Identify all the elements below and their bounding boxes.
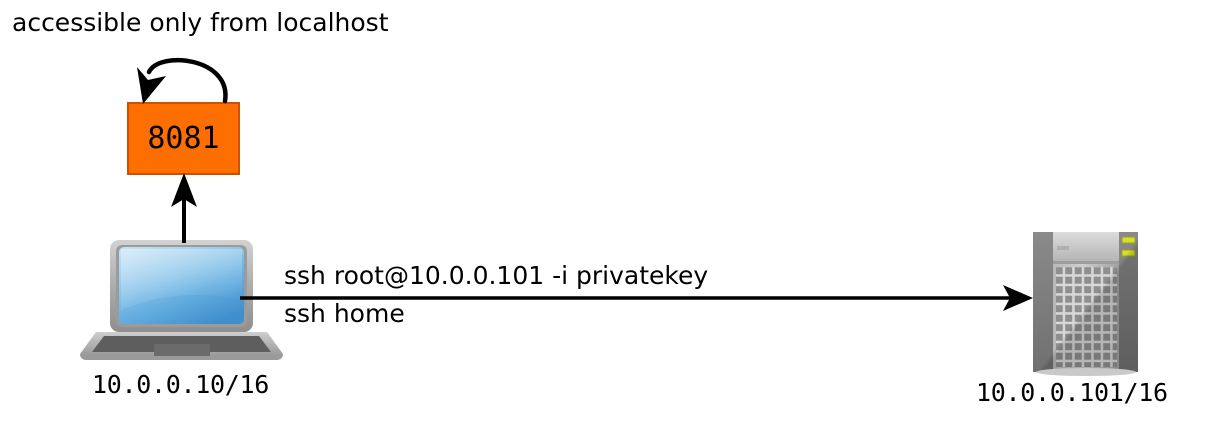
ssh-alias-label: ssh home [284, 299, 405, 328]
loopback-arrow [137, 57, 228, 104]
localhost-annotation-text: accessible only from localhost [12, 8, 389, 37]
client-address-label: 10.0.0.10/16 [92, 370, 270, 399]
server-address-label: 10.0.0.101/16 [976, 378, 1168, 407]
port-node-8081[interactable]: 8081 [127, 102, 240, 175]
local-port-arrow [171, 173, 197, 243]
ssh-command-label: ssh root@10.0.0.101 -i privatekey [284, 261, 709, 290]
port-node-label: 8081 [147, 120, 220, 156]
